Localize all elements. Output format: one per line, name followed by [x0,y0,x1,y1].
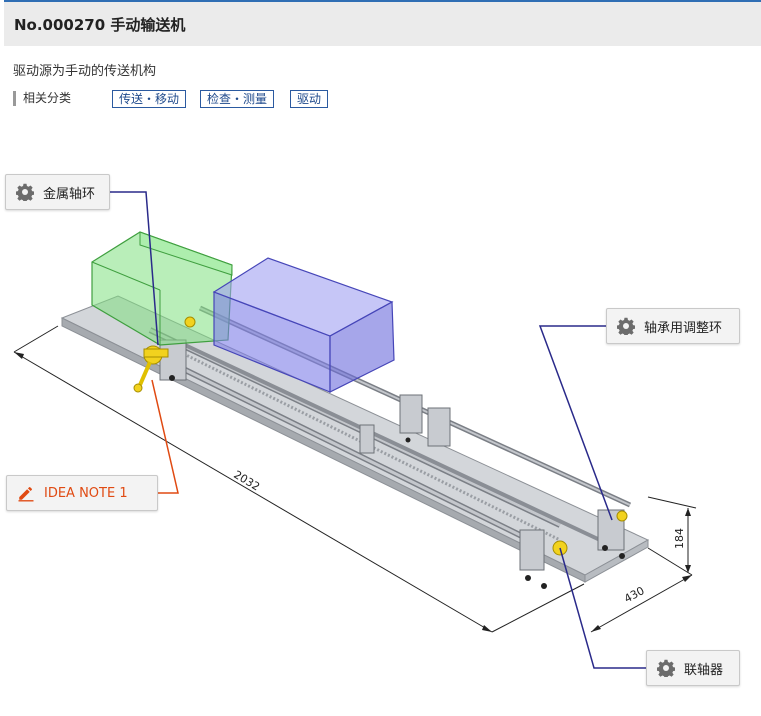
callout-label: 联轴器 [684,662,724,678]
support-block [399,394,423,434]
callout-bearing-adjust-ring[interactable]: 轴承用调整环 [606,308,740,344]
tag-transfer-move[interactable]: 传送・移动 [112,90,187,108]
adjust-ring-part [616,510,628,522]
callout-idea-note[interactable]: IDEA NOTE 1 [6,475,158,511]
support-block [519,529,545,571]
tag-drive[interactable]: 驱动 [290,90,329,108]
callout-label: IDEA NOTE 1 [44,485,128,501]
support-block [159,339,187,381]
dim-width-line [590,574,693,633]
callout-coupling[interactable]: 联轴器 [646,650,740,686]
callout-label: 轴承用调整环 [644,320,723,336]
support-block [427,407,451,447]
page-title: No.000270 手动输送机 [14,16,186,34]
callout-label: 金属轴环 [43,186,96,202]
gear-icon [617,317,635,335]
title-bar: No.000270 手动输送机 [4,0,761,46]
category-label: 相关分类 [13,91,71,106]
leader-coupling [559,547,646,669]
page-description: 驱动源为手动的传送机构 [13,64,157,79]
leader-idea-note [151,379,179,494]
callout-metal-collar[interactable]: 金属轴环 [5,174,110,210]
gear-icon [657,659,675,677]
rail [184,343,601,542]
gear-icon [16,183,34,201]
support-block [359,424,375,454]
screw-shaft [179,350,561,542]
pencil-icon [18,487,34,502]
leader-metal-collar [110,191,159,346]
dim-length-line [13,351,493,633]
tag-inspection-measurement[interactable]: 检查・测量 [200,90,275,108]
blue-box-side [329,301,395,393]
leader-adjust-ring [538,325,613,521]
dim-height-label: 184 [673,528,686,549]
